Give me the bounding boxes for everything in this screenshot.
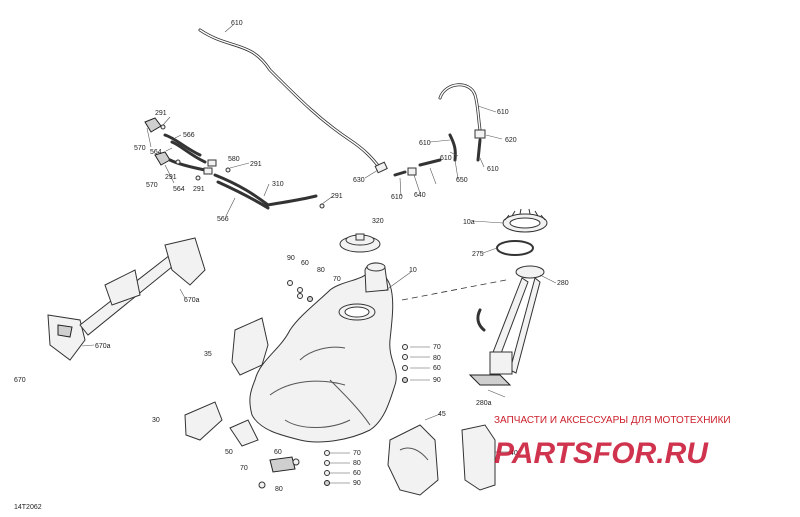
fuel-pump-280	[468, 265, 545, 386]
callout: 650	[456, 177, 468, 184]
callouts: 610 610 620 610 610 610 650 630 640 610 …	[14, 20, 569, 493]
vent-hose-610	[198, 28, 382, 170]
callout: 70	[240, 465, 248, 472]
callout: 620	[505, 137, 517, 144]
strap-60	[258, 456, 300, 489]
callout: 291	[193, 186, 205, 193]
callout: 570	[146, 182, 158, 189]
callout: 80	[317, 267, 325, 274]
callout: 291	[155, 110, 167, 117]
watermark-logo: PARTSFOR.RU	[494, 437, 709, 470]
callout: 30	[152, 417, 160, 424]
callout: 564	[150, 149, 162, 156]
callout: 670	[14, 377, 26, 384]
callout: 566	[183, 132, 195, 139]
hardware-stack-bottom	[324, 450, 330, 486]
callout: 60	[433, 365, 441, 372]
hardware-stack-right	[402, 344, 408, 383]
fittings	[160, 124, 325, 209]
callout: 70	[353, 450, 361, 457]
drawing-reference: 14T2062	[14, 504, 42, 511]
callout: 610	[419, 140, 431, 147]
callout: 70	[333, 276, 341, 283]
callout: 80	[275, 486, 283, 493]
callout: 80	[433, 355, 441, 362]
callout: 60	[274, 449, 282, 456]
callout: 10a	[463, 219, 475, 226]
filler-cap-320	[339, 233, 381, 253]
valve-620	[474, 129, 486, 139]
callout: 630	[353, 177, 365, 184]
callout: 45	[438, 411, 446, 418]
callout: 610	[231, 20, 243, 27]
callout: 610	[487, 166, 499, 173]
callout: 570	[134, 145, 146, 152]
callout: 50	[225, 449, 233, 456]
bracket-670	[47, 237, 206, 361]
watermark-tagline: ЗАПЧАСТИ И АКСЕССУАРЫ ДЛЯ МОТОТЕХНИКИ	[494, 415, 731, 426]
callout: 291	[250, 161, 262, 168]
hardware-stack-upper-left	[287, 280, 313, 302]
callout: 280	[557, 280, 569, 287]
callout: 610	[440, 155, 452, 162]
callout: 60	[301, 260, 309, 267]
callout: 310	[272, 181, 284, 188]
callout: 80	[353, 460, 361, 467]
callout: 10	[409, 267, 417, 274]
left-hose-assembly	[144, 117, 217, 175]
callout: 275	[472, 251, 484, 258]
callout: 90	[287, 255, 295, 262]
connector-group	[374, 161, 417, 176]
callout: 291	[165, 174, 177, 181]
callout: 670a	[95, 343, 111, 350]
callout: 90	[433, 377, 441, 384]
pad-50	[229, 419, 259, 447]
callout: 60	[353, 470, 361, 477]
heat-shield-30	[184, 401, 223, 441]
lock-ring-10a	[502, 208, 548, 233]
callout: 610	[497, 109, 509, 116]
watermark: ЗАПЧАСТИ И АКСЕССУАРЫ ДЛЯ МОТОТЕХНИКИ PA…	[494, 415, 731, 470]
callout: 291	[331, 193, 343, 200]
callout: 566	[217, 216, 229, 223]
callout: 70	[433, 344, 441, 351]
heat-shield-35	[231, 317, 269, 376]
callout: 670a	[184, 297, 200, 304]
fuel-tank-10	[249, 262, 397, 443]
callout: 280a	[476, 400, 492, 407]
vent-hose-loop-610	[393, 83, 486, 177]
hose-310-566	[213, 173, 318, 210]
heat-shield-45	[387, 424, 439, 496]
callout: 580	[228, 156, 240, 163]
callout: 320	[372, 218, 384, 225]
callout: 640	[414, 192, 426, 199]
callout: 564	[173, 186, 185, 193]
leader-lines	[81, 24, 557, 484]
gasket-275	[496, 240, 534, 256]
callout: 90	[353, 480, 361, 487]
callout: 610	[391, 194, 403, 201]
callout: 35	[204, 351, 212, 358]
cover-40	[461, 424, 496, 491]
callout: 40	[510, 450, 518, 457]
